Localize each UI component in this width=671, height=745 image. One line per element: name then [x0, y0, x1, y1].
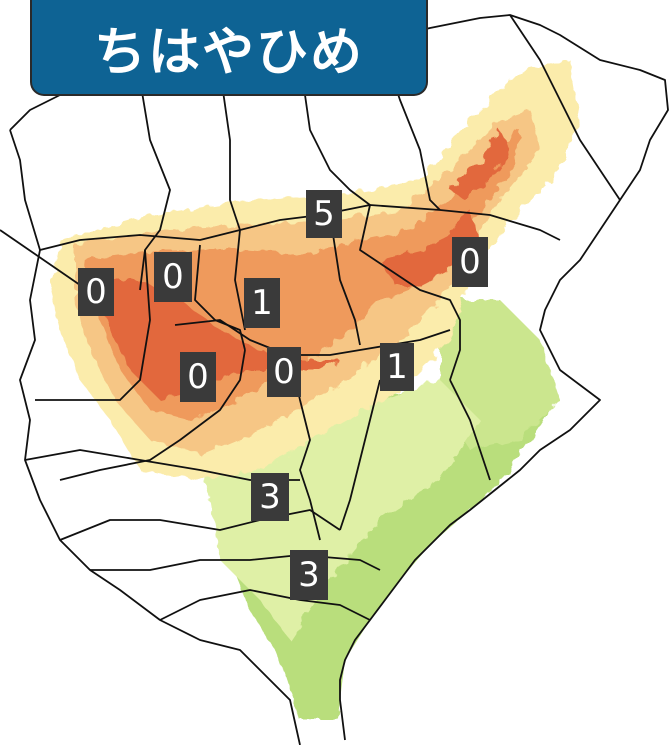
boundary-lines — [0, 14, 669, 745]
region-count-label: 0 — [154, 252, 192, 302]
region-count-label: 0 — [180, 352, 216, 402]
region-count-label: 0 — [267, 347, 301, 397]
region-count-label: 3 — [290, 550, 328, 600]
region-count-label: 1 — [380, 343, 414, 391]
region-count-label: 0 — [78, 268, 114, 316]
region-count-label: 5 — [306, 190, 342, 238]
region-count-label: 3 — [251, 473, 289, 521]
title-banner: ちはやひめ — [30, 0, 428, 96]
region-count-label: 1 — [244, 278, 280, 328]
map-title: ちはやひめ — [93, 22, 364, 83]
region-count-label: 0 — [452, 237, 488, 287]
